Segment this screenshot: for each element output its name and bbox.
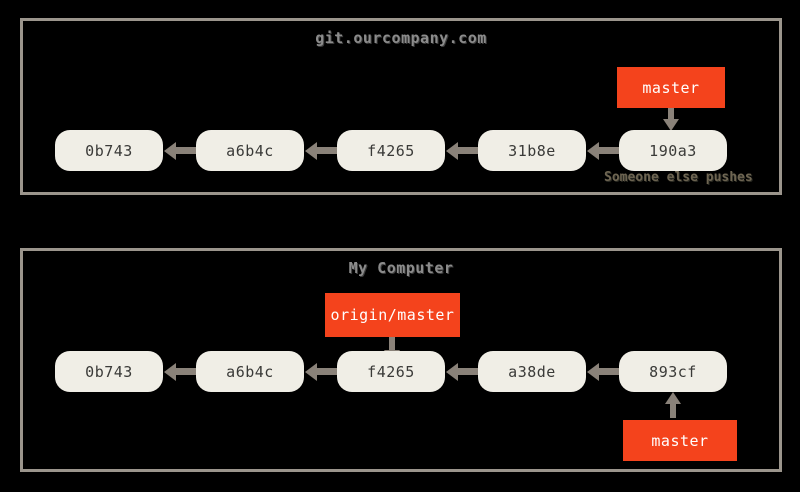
commit-node[interactable]: f4265 — [337, 130, 445, 171]
ref-box-origin-master[interactable]: origin/master — [325, 293, 460, 337]
commit-node[interactable]: a6b4c — [196, 351, 304, 392]
parent-arrow — [446, 141, 478, 160]
commit-node[interactable]: 0b743 — [55, 130, 163, 171]
ref-box-master-remote[interactable]: master — [617, 67, 725, 108]
parent-arrow — [446, 362, 478, 381]
parent-arrow — [164, 362, 196, 381]
commit-node[interactable]: 893cf — [619, 351, 727, 392]
commit-node[interactable]: a38de — [478, 351, 586, 392]
panel-remote-title: git.ourcompany.com — [315, 29, 487, 47]
ref-arrow-origin-master-to-f4265 — [384, 337, 400, 362]
panel-local-repository: My Computer — [20, 248, 782, 472]
commit-node[interactable]: a6b4c — [196, 130, 304, 171]
commit-node[interactable]: 31b8e — [478, 130, 586, 171]
commit-node[interactable]: f4265 — [337, 351, 445, 392]
parent-arrow — [587, 362, 619, 381]
commit-node[interactable]: 0b743 — [55, 351, 163, 392]
ref-box-master-local[interactable]: master — [623, 420, 737, 461]
parent-arrow — [305, 362, 337, 381]
caption-someone-else-pushes: Someone else pushes — [604, 170, 753, 185]
panel-remote-repository: git.ourcompany.com — [20, 18, 782, 195]
commit-node[interactable]: 190a3 — [619, 130, 727, 171]
ref-arrow-master-to-893cf — [665, 392, 681, 418]
panel-local-title: My Computer — [348, 259, 454, 277]
parent-arrow — [164, 141, 196, 160]
ref-arrow-master-to-190a3 — [663, 108, 679, 131]
parent-arrow — [305, 141, 337, 160]
parent-arrow — [587, 141, 619, 160]
